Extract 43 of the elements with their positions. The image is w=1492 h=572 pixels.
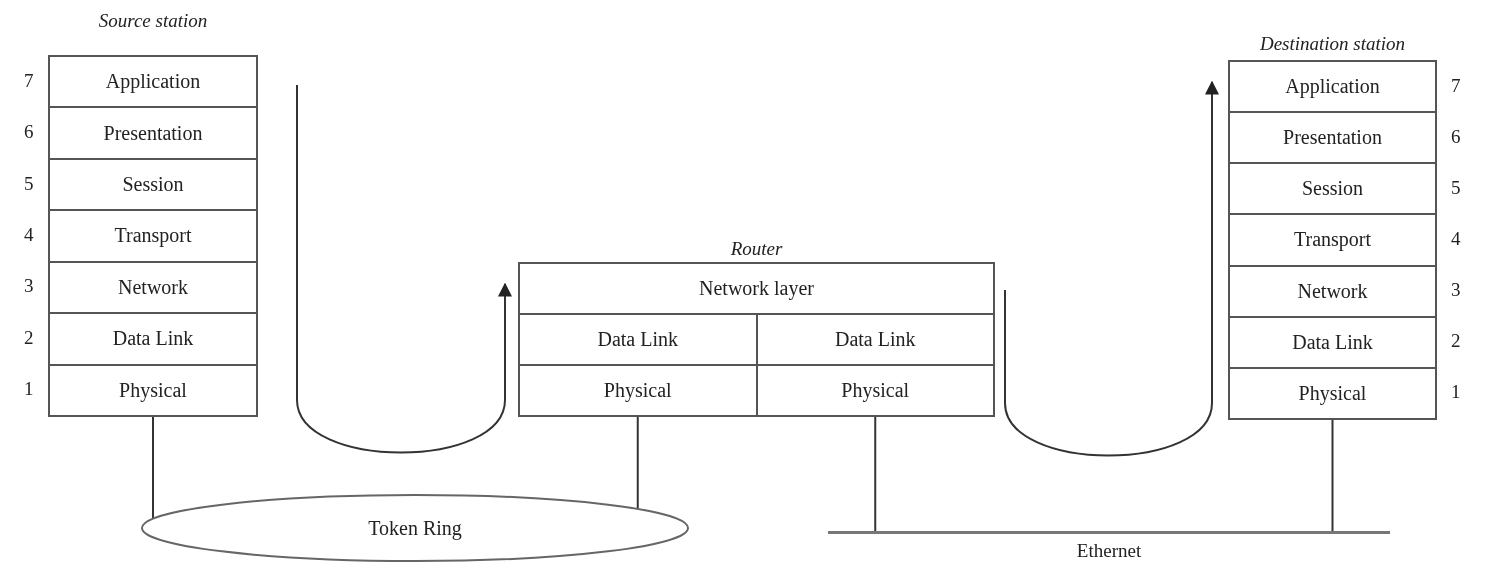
connector-line	[874, 415, 877, 532]
layer-box: Physical	[755, 364, 995, 417]
layer-box: Session	[1228, 162, 1437, 216]
layer-box: Presentation	[48, 106, 258, 160]
layer-number: 2	[1451, 330, 1461, 353]
connector-line	[636, 415, 639, 510]
layer-box: Transport	[1228, 213, 1437, 267]
layer-box: Data Link	[1228, 315, 1437, 369]
layer-box: Application	[48, 55, 258, 109]
layer-number: 3	[24, 275, 34, 298]
layer-box: Physical	[518, 364, 758, 417]
layer-box: Session	[48, 157, 258, 212]
arrow	[1004, 80, 1219, 457]
station-title: Router	[730, 238, 783, 260]
connector-line	[152, 415, 154, 520]
layer-number: 3	[1451, 279, 1461, 302]
layer-number: 6	[24, 121, 34, 144]
layer-box: Physical	[1228, 366, 1437, 420]
layer-number: 7	[1451, 74, 1461, 97]
station-title: Source station	[98, 10, 208, 32]
layer-number: 4	[24, 224, 34, 246]
layer-box: Network layer	[518, 262, 995, 315]
token-ring-ellipse	[140, 493, 690, 563]
layer-box: Network	[1228, 264, 1437, 318]
network-label: Ethernet	[1076, 540, 1142, 562]
layer-number: 1	[24, 378, 34, 401]
layer-box: Presentation	[1228, 111, 1437, 165]
layer-number: 5	[1451, 176, 1461, 199]
layer-box: Data Link	[48, 312, 258, 366]
layer-number: 1	[1451, 381, 1461, 404]
layer-box: Physical	[48, 363, 258, 417]
layer-box: Network	[48, 260, 258, 315]
connector-line	[1331, 418, 1334, 532]
station-title: Destination station	[1259, 33, 1406, 55]
layer-number: 2	[24, 326, 34, 349]
layer-number: 5	[24, 172, 34, 195]
layer-number: 4	[1451, 228, 1461, 250]
arrow	[296, 84, 512, 454]
layer-box: Transport	[48, 209, 258, 263]
network-label: Token Ring	[368, 516, 462, 540]
layer-number: 7	[24, 69, 34, 92]
layer-number: 6	[1451, 125, 1461, 148]
layer-box: Application	[1228, 60, 1437, 114]
